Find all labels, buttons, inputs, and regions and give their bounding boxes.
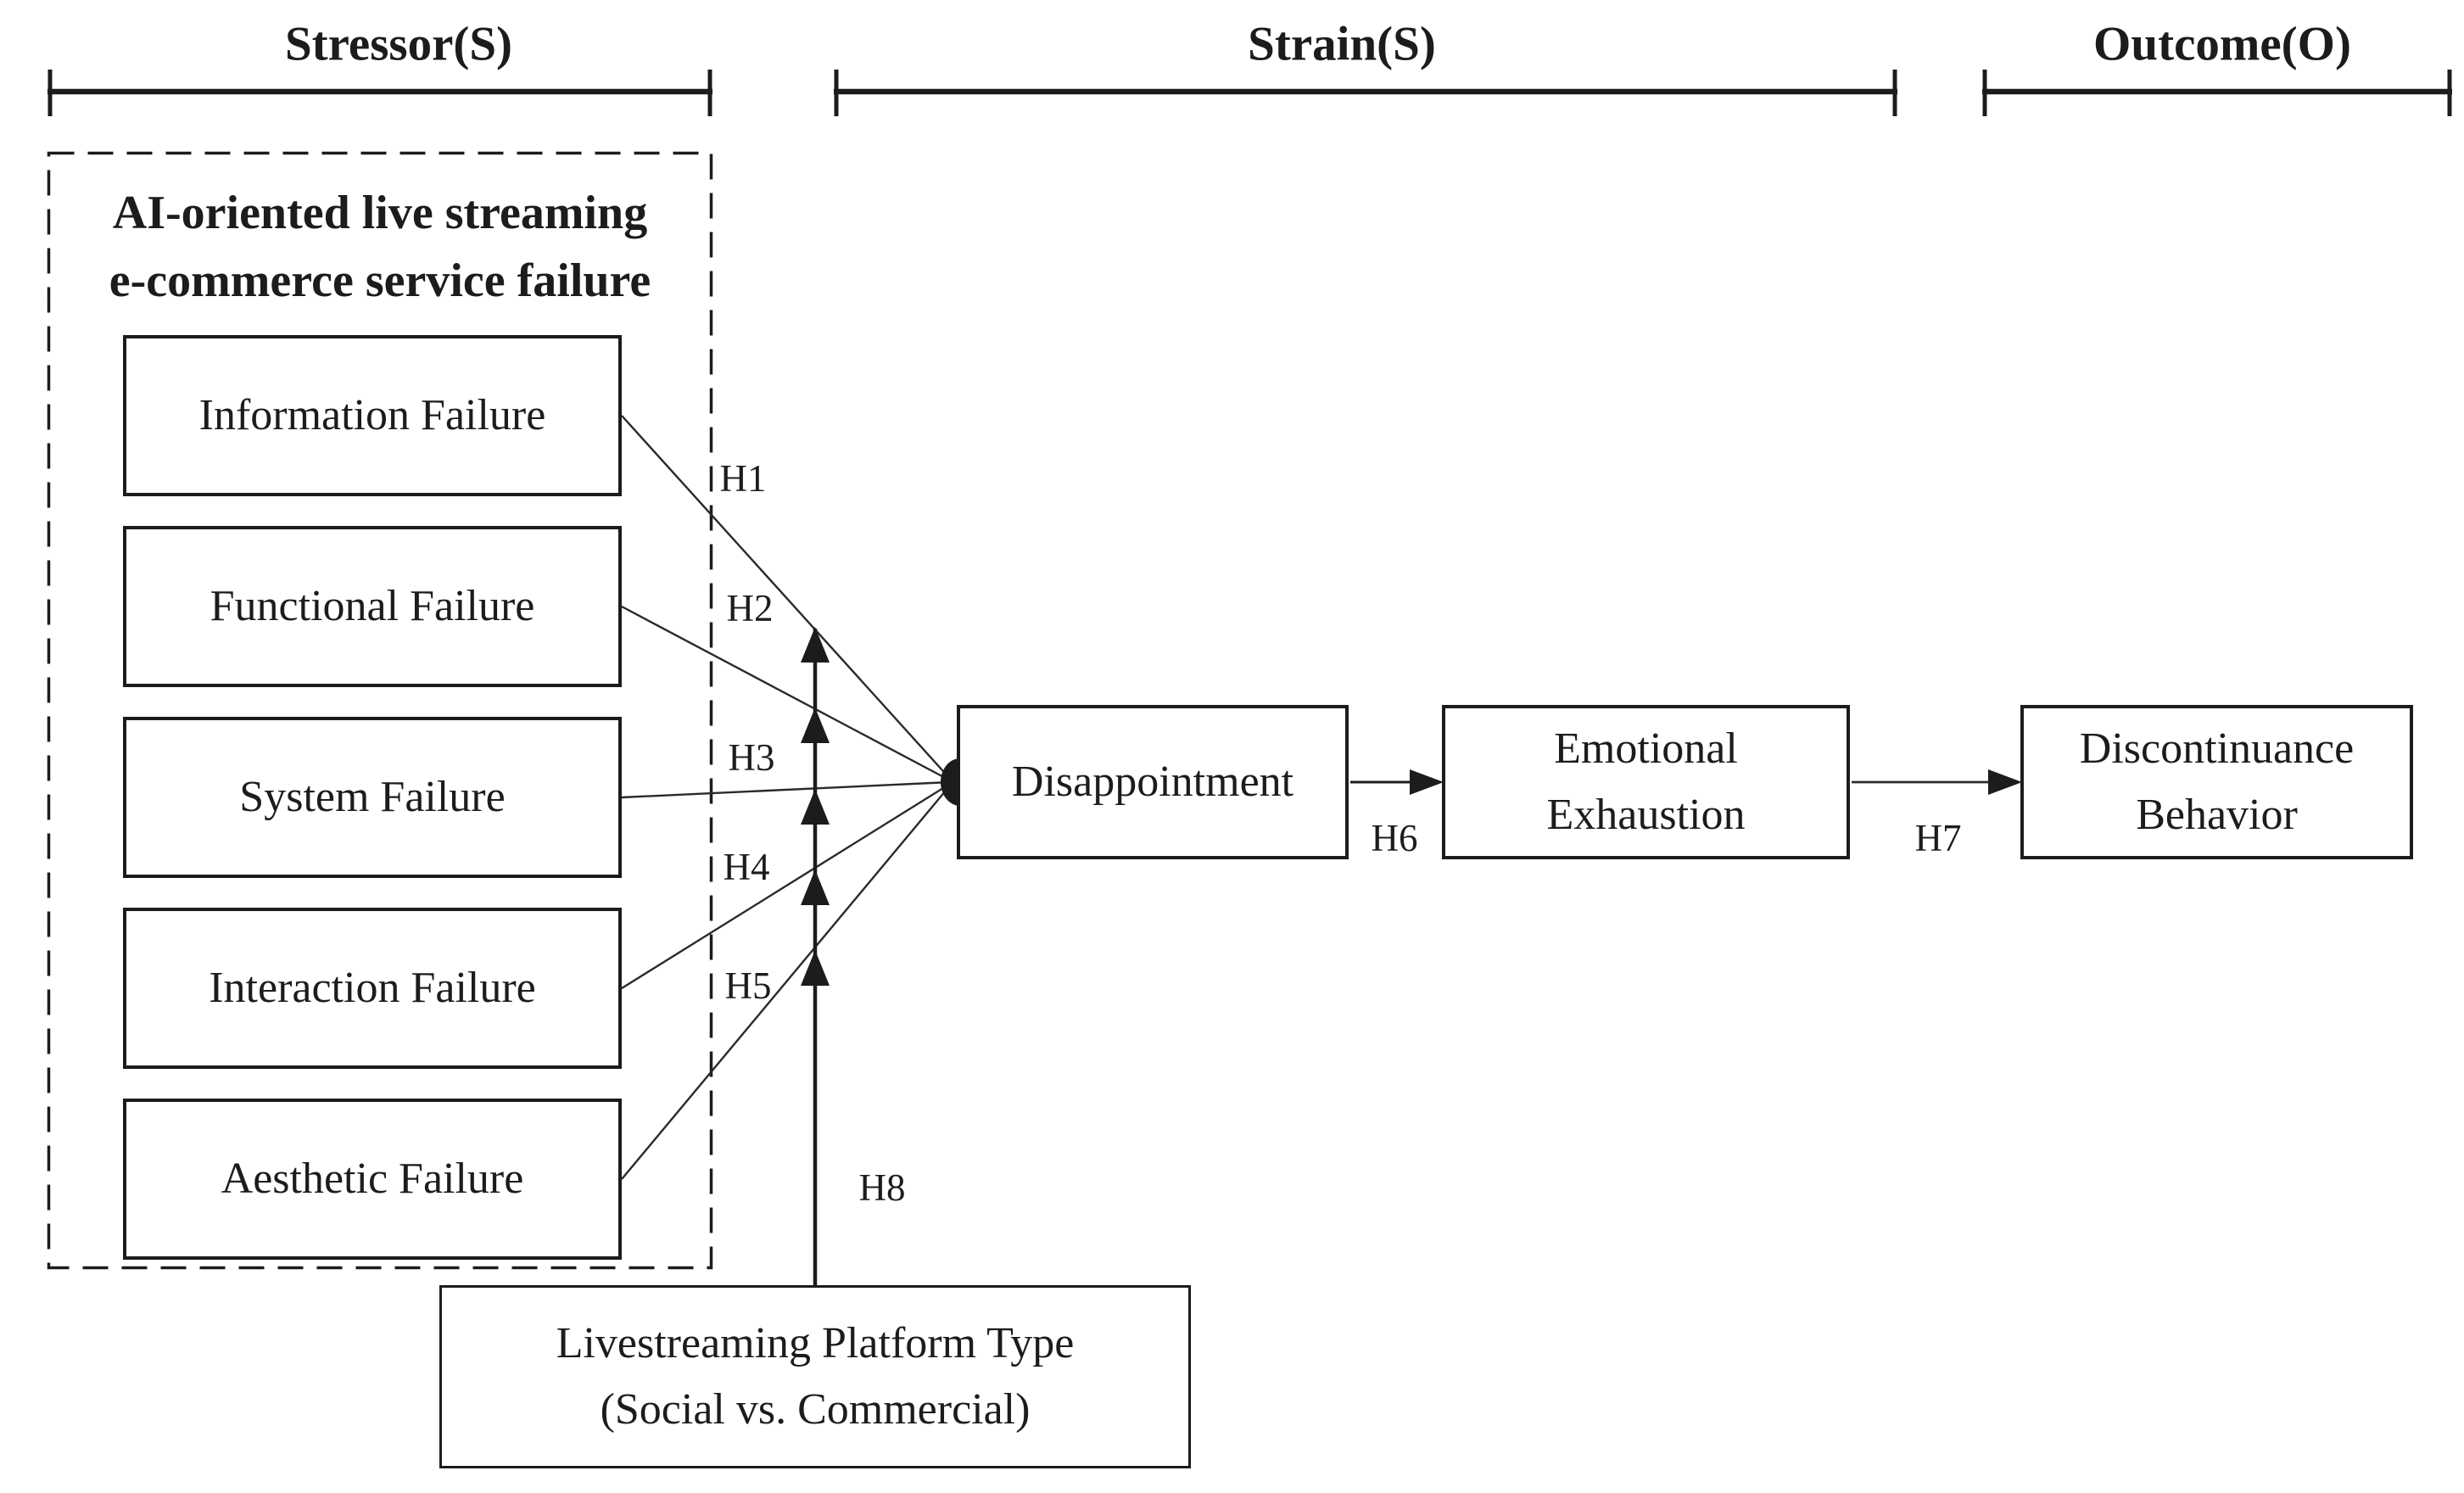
failure-paths [621, 415, 951, 1180]
arrowhead-up-icon [801, 870, 830, 905]
h2-path [621, 605, 951, 782]
h7-label: H7 [1914, 817, 1962, 859]
strain-bracket [834, 70, 1897, 116]
outcome-bracket [1982, 70, 2452, 116]
disappointment-box: Disappointment [957, 705, 1349, 859]
stressor-group-dashed-border [47, 151, 713, 1270]
aesthetic-failure-box: Aesthetic Failure [123, 1099, 622, 1260]
stressor-section-label: Stressor(S) [284, 17, 513, 71]
h2-label: H2 [726, 587, 774, 629]
h7-arrow [1852, 769, 2022, 795]
h1-label: H1 [719, 457, 767, 500]
arrowhead-right-icon [1988, 769, 2022, 795]
stressor-group-title: AI-oriented live streaming e-commerce se… [109, 187, 651, 307]
stressor-bracket [47, 70, 712, 116]
information-failure-box: Information Failure [123, 335, 622, 496]
platform-type-box: Livestreaming Platform Type (Social vs. … [439, 1285, 1191, 1468]
arrowhead-up-icon [801, 950, 830, 986]
h5-label: H5 [724, 965, 772, 1007]
arrowhead-up-icon [801, 707, 830, 743]
arrowhead-up-icon [801, 789, 830, 825]
h1-path [621, 415, 951, 780]
arrowhead-right-icon [1410, 769, 1444, 795]
h6-label: H6 [1371, 817, 1418, 859]
h3-label: H3 [728, 736, 775, 779]
arrowhead-up-icon [801, 627, 830, 663]
h5-path [621, 785, 951, 1180]
discontinuance-behavior-box: Discontinuance Behavior [2020, 705, 2413, 859]
outcome-section-label: Outcome(O) [2093, 17, 2351, 71]
h3-path [621, 780, 951, 799]
h4-label: H4 [723, 846, 770, 888]
moderation-line [801, 627, 830, 1285]
h4-path [621, 782, 951, 990]
emotional-exhaustion-box: Emotional Exhaustion [1442, 705, 1850, 859]
strain-section-label: Strain(S) [1248, 17, 1436, 71]
functional-failure-box: Functional Failure [123, 526, 622, 687]
system-failure-box: System Failure [123, 717, 622, 878]
interaction-failure-box: Interaction Failure [123, 908, 622, 1069]
h8-label: H8 [858, 1166, 906, 1209]
h6-arrow [1350, 769, 1444, 795]
